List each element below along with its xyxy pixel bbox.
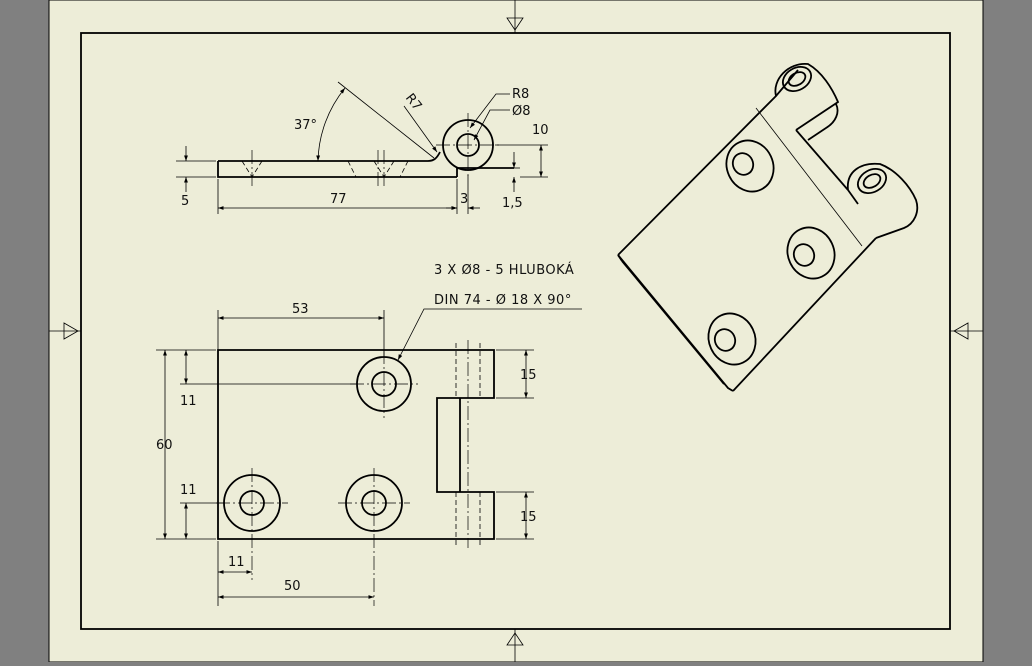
dim-53: 53 — [292, 302, 309, 317]
dim-10: 10 — [532, 123, 549, 138]
dim-5: 5 — [181, 194, 189, 209]
hole-dia-label: Ø8 — [512, 104, 531, 119]
isometric-view — [617, 63, 919, 392]
paper-background — [48, 0, 984, 663]
hole-upper — [350, 350, 418, 418]
dim-77: 77 — [330, 192, 347, 207]
radius-r8-label: R8 — [512, 87, 529, 102]
dim-15-lower: 15 — [520, 510, 537, 525]
top-view: 53 60 11 11 11 50 15 15 3 X Ø8 - 5 HLUBO — [156, 262, 582, 606]
dim-15-upper: 15 — [520, 368, 537, 383]
dim-1-5: 1,5 — [502, 196, 523, 211]
dim-11-lower: 11 — [180, 483, 197, 498]
side-view: 37° R7 R8 Ø8 10 1,5 5 77 3 — [176, 81, 549, 214]
dim-60: 60 — [156, 438, 173, 453]
hole-lower-right — [338, 468, 410, 606]
angle-label: 37° — [294, 118, 317, 133]
centering-marks — [49, 0, 983, 662]
dim-11-bottom: 11 — [228, 555, 245, 570]
dim-3: 3 — [460, 192, 468, 207]
dim-50: 50 — [284, 579, 301, 594]
note-din: DIN 74 - Ø 18 X 90° — [434, 293, 572, 308]
note-holes: 3 X Ø8 - 5 HLUBOKÁ — [434, 262, 574, 278]
dim-11-upper: 11 — [180, 394, 197, 409]
